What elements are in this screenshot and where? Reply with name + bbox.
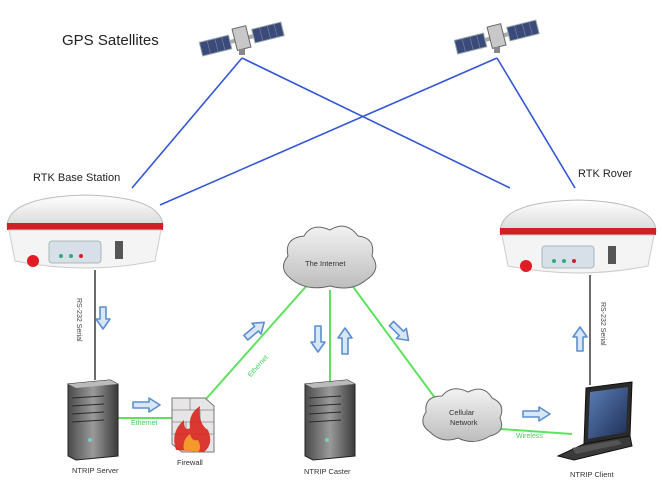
cellular-cloud-icon [422,388,503,442]
ntrip-server-icon [67,379,119,461]
rs232-serial-right-label: RS-232 Serial [599,302,606,346]
cellular-network-label-line1: Cellular [449,408,475,417]
gps-satellites-label: GPS Satellites [62,32,159,49]
satellite-left-icon [198,21,285,57]
arrow-cellular-down [388,320,410,342]
arrow-firewall-up [243,321,265,341]
firewall-icon [171,397,215,453]
ntrip-caster-icon [304,379,356,461]
arrow-server-right [132,397,161,413]
wireless-label: Wireless [516,433,543,440]
ntrip-server-label: NTRIP Server [72,466,119,475]
arrow-cellular-right [522,406,551,422]
serial-cables [94,270,591,385]
satellite-right-icon [453,19,540,55]
ethernet-server-label: Ethernet [131,420,158,427]
arrow-caster-down [310,325,326,353]
cellular-network-label-line2: Network [450,418,478,427]
gps-signal-lines [131,57,576,206]
laptop-icon [556,381,633,461]
arrow-caster-up [337,327,353,355]
rtk-base-station-label: RTK Base Station [33,172,121,184]
the-internet-label: The Internet [305,259,346,268]
rtk-rover-label: RTK Rover [578,168,633,180]
ntrip-client-label: NTRIP Client [570,470,614,479]
rtk-base-receiver-icon [6,194,164,269]
internet-cloud-icon [283,225,377,289]
arrow-rover-up [572,326,588,352]
firewall-label: Firewall [177,458,203,467]
flow-arrows [95,306,588,422]
arrow-base-down [95,306,111,330]
ntrip-caster-label: NTRIP Caster [304,467,351,476]
rs232-serial-left-label: RS-232 Serial [75,298,82,342]
rtk-rover-receiver-icon [499,199,657,274]
